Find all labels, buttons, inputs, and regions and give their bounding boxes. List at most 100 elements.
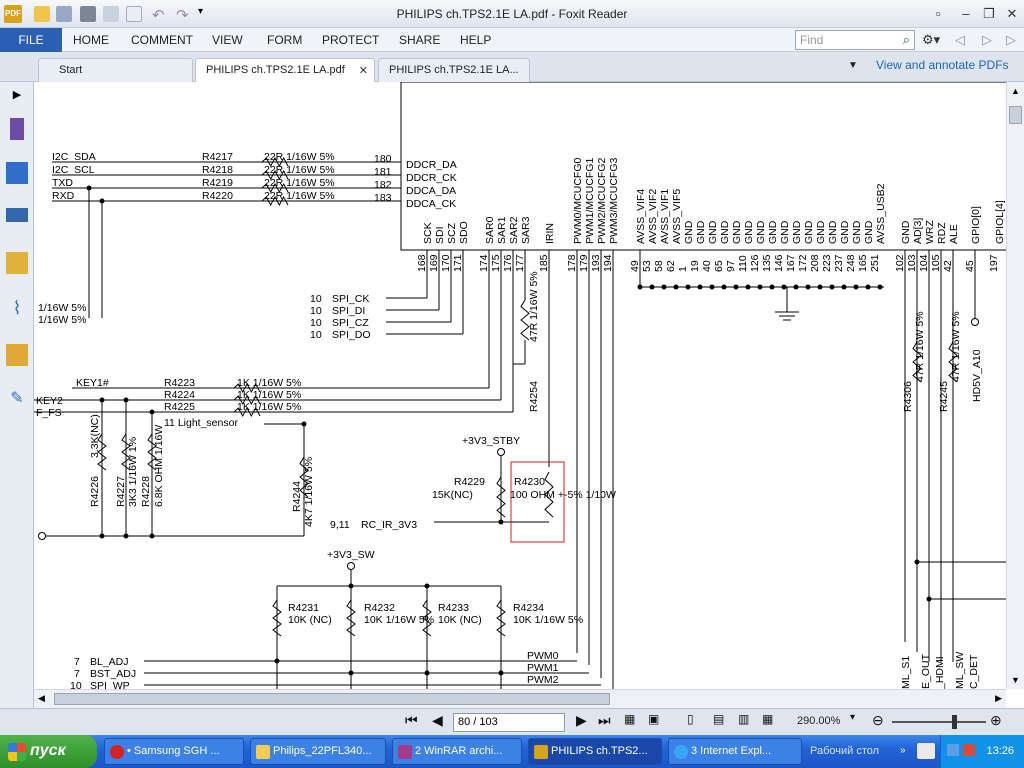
single-page-icon[interactable]: ▯ [687, 712, 694, 726]
task-samsung[interactable]: • Samsung SGH ... [104, 738, 244, 765]
ic-pin-label: GND [719, 220, 731, 244]
ic-pin-label: GND [851, 220, 863, 244]
first-page-icon[interactable]: ⏮ [405, 712, 418, 728]
scroll-right-icon[interactable]: ▶ [995, 693, 1002, 703]
vscroll-thumb[interactable] [1009, 106, 1022, 124]
zoom-out-icon[interactable]: ⊖ [872, 712, 884, 728]
horizontal-scrollbar[interactable]: ◀ ▶ [34, 689, 1006, 708]
lock-icon[interactable] [6, 344, 28, 366]
reading-mode-icon[interactable]: ▣ [648, 712, 660, 726]
menu-share[interactable]: SHARE [399, 33, 441, 47]
task-winrar[interactable]: 2 WinRAR archi... [392, 738, 522, 765]
scroll-left-icon[interactable]: ◀ [38, 693, 45, 703]
pin-number: 182 [374, 179, 392, 191]
r4254-ref: R4254 [528, 381, 540, 412]
scroll-down-icon[interactable]: ▼ [1011, 675, 1020, 685]
tab-document-2[interactable]: PHILIPS ch.TPS2.1E LA... [378, 58, 530, 82]
task-foxit[interactable]: PHILIPS ch.TPS2... [528, 738, 662, 765]
menu-home[interactable]: HOME [73, 33, 109, 47]
network-icon[interactable] [947, 744, 959, 756]
folder-icon [256, 745, 270, 759]
bookmark-icon[interactable] [10, 118, 24, 140]
tab-start[interactable]: Start [38, 58, 193, 82]
forward-icon[interactable]: ▷ [982, 32, 992, 47]
minimize-icon[interactable]: – [962, 6, 970, 21]
zoom-slider-thumb[interactable] [952, 715, 957, 729]
tab-document-1[interactable]: PHILIPS ch.TPS2.1E LA.pdf ✕ [195, 58, 375, 82]
print-icon[interactable] [80, 6, 96, 22]
attachment-icon[interactable]: ⌇ [12, 298, 22, 318]
close-icon[interactable]: ✕ [1006, 6, 1018, 21]
foxit-icon [534, 745, 548, 759]
net-spi-ck: SPI_CK [332, 293, 369, 305]
layers-icon[interactable] [6, 208, 28, 222]
opera-icon [110, 745, 124, 759]
new-icon[interactable] [126, 6, 142, 22]
continuous-page-icon[interactable]: ▤ [713, 712, 725, 726]
previous-page-icon[interactable]: ◀ [432, 712, 443, 728]
open-folder-icon[interactable] [34, 6, 50, 22]
ribbon-toggle-icon[interactable]: ▫ [935, 6, 941, 21]
continuous-facing-icon[interactable]: ▦ [762, 712, 774, 726]
pages-icon[interactable] [6, 162, 28, 184]
task-philips-folder[interactable]: Philips_22PFL340... [250, 738, 386, 765]
task-internet-explorer[interactable]: 3 Internet Expl... [668, 738, 802, 765]
file-menu-button[interactable]: FILE [0, 28, 62, 52]
gear-icon[interactable]: ⚙▾ [922, 32, 941, 47]
more-icon[interactable]: ▷ [1006, 32, 1016, 47]
zoom-in-icon[interactable]: ⊕ [990, 712, 1002, 728]
page-number-input[interactable]: 80 / 103 [453, 713, 565, 732]
close-icon[interactable]: ✕ [358, 65, 368, 77]
res-value: 10K (NC) [438, 614, 482, 626]
back-icon[interactable]: ◁ [955, 32, 965, 47]
ic-pin-label: SDO [458, 221, 470, 244]
signature-icon[interactable]: ✎ [10, 390, 24, 407]
language-icon[interactable] [917, 743, 935, 759]
ic-pin-label: GND [791, 220, 803, 244]
menu-protect[interactable]: PROTECT [322, 33, 380, 47]
last-page-icon[interactable]: ⏭ [598, 712, 611, 728]
ic-pin-label: GND [707, 220, 719, 244]
pin-number: 135 [761, 254, 773, 272]
menu-help[interactable]: HELP [460, 33, 492, 47]
undo-icon[interactable]: ↶ [152, 7, 165, 24]
scroll-up-icon[interactable]: ▲ [1011, 86, 1020, 96]
document-view[interactable]: I2C_SDA I2C_SCL TXD RXD R4217 R4218 R421… [34, 82, 1006, 689]
vertical-scrollbar[interactable]: ▲ ▼ [1006, 82, 1024, 689]
redo-icon[interactable]: ↷ [176, 7, 189, 24]
comments-icon[interactable] [6, 252, 28, 274]
zoom-level[interactable]: 290.00% [797, 715, 841, 727]
properties-icon[interactable] [103, 6, 119, 22]
menu-view[interactable]: VIEW [212, 33, 243, 47]
view-icon[interactable]: ▦ [624, 712, 636, 726]
res-ref: R4233 [438, 602, 469, 614]
pin-number: 237 [833, 254, 845, 272]
desktop-toolbar-label[interactable]: Рабочий стол [810, 745, 880, 757]
ic-pin-label: SCZ [446, 222, 458, 244]
menu-form[interactable]: FORM [267, 33, 303, 47]
ic-pin-label: GPIOL[4] [994, 200, 1006, 244]
next-page-icon[interactable]: ▶ [576, 712, 587, 728]
clock[interactable]: 13:26 [986, 745, 1014, 757]
annotate-link[interactable]: View and annotate PDFs [876, 58, 1009, 72]
toolbar-expand-icon[interactable]: » [900, 745, 906, 756]
resistor-symbol [496, 476, 506, 518]
foxit-app-icon[interactable]: PDF [4, 5, 22, 23]
save-icon[interactable] [56, 6, 72, 22]
zoom-dropdown-icon[interactable]: ▾ [850, 712, 856, 723]
res-value: 6.8K OHM 1/16W [153, 425, 165, 507]
sheet-ref: 7 [74, 668, 80, 680]
facing-page-icon[interactable]: ▥ [738, 712, 750, 726]
menu-comment[interactable]: COMMENT [131, 33, 193, 47]
start-button[interactable]: пуск [0, 735, 97, 768]
restore-icon[interactable]: ❐ [983, 6, 995, 21]
find-input[interactable]: Find ⌕ [795, 30, 915, 50]
hscroll-thumb[interactable] [54, 693, 610, 705]
resistor-symbol [520, 299, 530, 341]
customize-dropdown-icon[interactable]: ▾ [198, 6, 204, 17]
tab-list-dropdown-icon[interactable]: ▼ [848, 60, 858, 71]
expand-panel-icon[interactable]: ▶ [12, 89, 22, 101]
zoom-slider[interactable] [892, 721, 986, 723]
tray-app-icon[interactable] [963, 744, 975, 756]
search-icon[interactable]: ⌕ [902, 32, 910, 47]
